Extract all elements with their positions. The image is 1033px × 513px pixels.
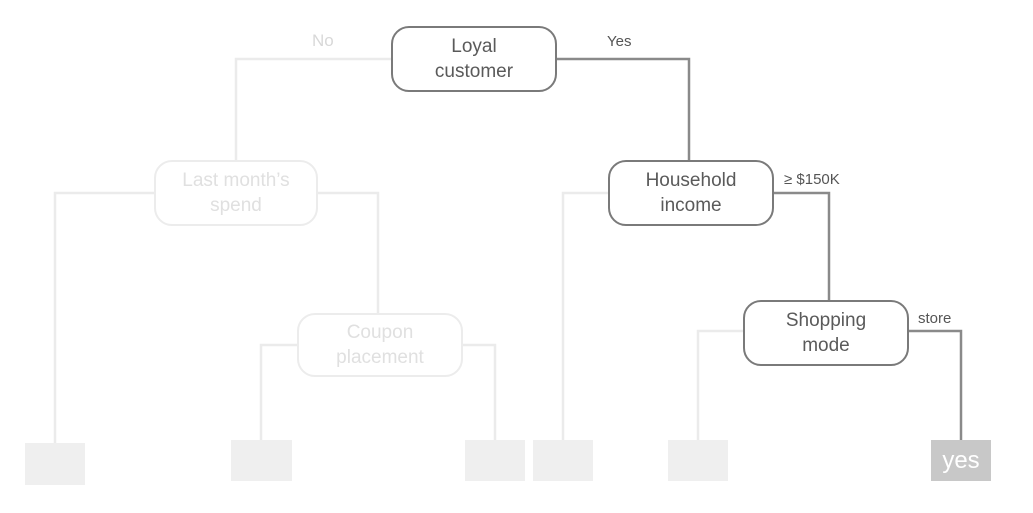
leaf-box xyxy=(668,440,728,481)
leaf-box xyxy=(533,440,593,481)
node-last-months-spend: Last month’s spend xyxy=(154,160,318,226)
leaf-box xyxy=(231,440,292,481)
node-coupon-placement: Coupon placement xyxy=(297,313,463,377)
node-household-income: Household income xyxy=(608,160,774,226)
node-shopping-mode: Shopping mode xyxy=(743,300,909,366)
edge-shopping-store xyxy=(908,329,963,440)
edge-label-store: store xyxy=(918,310,952,327)
edge-root-no xyxy=(234,57,391,160)
edge-label-income-150k: ≥ $150K xyxy=(784,171,840,188)
edge-spend-left xyxy=(53,191,154,443)
edge-spend-right xyxy=(318,191,380,313)
edge-coupon-left xyxy=(259,343,297,440)
leaf-box xyxy=(465,440,525,481)
leaf-yes: yes xyxy=(931,440,991,481)
node-loyal-customer: Loyal customer xyxy=(391,26,557,92)
edge-label-yes: Yes xyxy=(607,33,632,50)
edge-income-left xyxy=(561,191,608,440)
edge-coupon-right xyxy=(462,343,497,440)
edge-root-yes xyxy=(556,57,691,160)
edge-shopping-left xyxy=(696,329,744,440)
leaf-box xyxy=(25,443,85,485)
edge-income-150k xyxy=(773,191,831,300)
edge-label-no: No xyxy=(312,31,334,50)
